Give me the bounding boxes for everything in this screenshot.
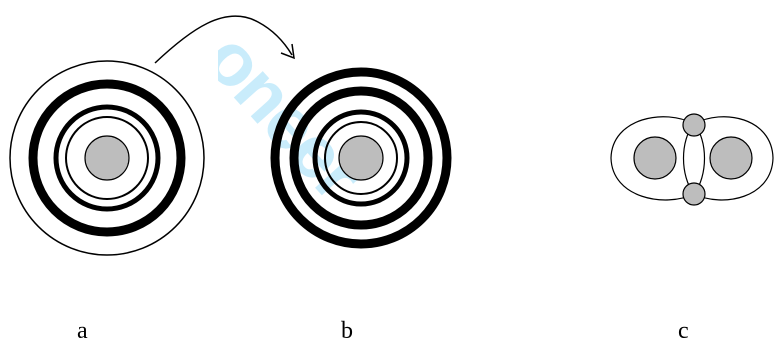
- molecule-c-nucleus-left: [634, 137, 676, 179]
- atom-a-nucleus: [85, 136, 129, 180]
- arrow-head: [281, 44, 294, 58]
- arrow-curve: [155, 16, 292, 63]
- molecule-c-shared-electron-bottom: [683, 183, 705, 205]
- atom-a: [10, 61, 204, 255]
- atom-b: [275, 72, 447, 244]
- label-a: a: [77, 318, 88, 345]
- figure: [0, 0, 774, 345]
- atom-b-nucleus: [339, 136, 383, 180]
- label-c: c: [678, 318, 689, 345]
- molecule-c-nucleus-right: [710, 137, 752, 179]
- label-b: b: [341, 318, 353, 345]
- molecule-c: [611, 114, 773, 205]
- molecule-c-shared-electron-top: [683, 114, 705, 136]
- transfer-arrow: [155, 16, 294, 63]
